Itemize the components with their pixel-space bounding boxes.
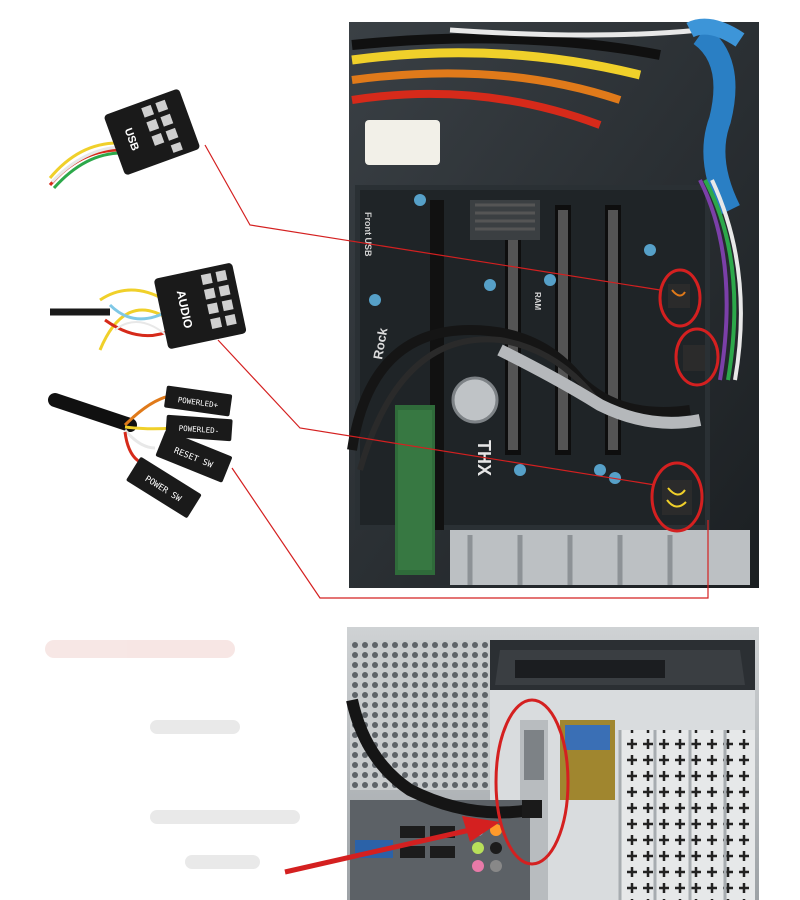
audio-leader-line xyxy=(217,339,656,486)
board-front-usb-text: Front USB xyxy=(363,212,373,257)
red-arrow-shaft xyxy=(284,827,471,875)
power-led-plus-plug: POWERLED+ xyxy=(164,385,233,417)
rear-highlight xyxy=(284,698,570,875)
front-panel-header-ellipse xyxy=(650,461,704,533)
usb-connector: USB xyxy=(48,89,200,189)
usb-leader-line xyxy=(204,144,661,291)
case-rear-photo xyxy=(346,627,759,900)
faded-watermark xyxy=(45,640,300,869)
board-ram-text: RAM xyxy=(533,292,542,311)
motherboard-photo: Front USB THX RAM Rock xyxy=(347,18,759,588)
front-panel-connectors: POWERLED+ POWERLED- RESET SW POWER SW xyxy=(48,385,233,518)
power-led-minus-plug: POWERLED- xyxy=(165,414,233,442)
board-rock-text: Rock xyxy=(370,326,390,361)
usb-header-ellipse xyxy=(658,268,702,328)
audio-connector: AUDIO xyxy=(50,263,247,351)
rear-slot-ellipse xyxy=(494,698,570,866)
audio-header-ellipse xyxy=(674,327,720,387)
red-arrow-head xyxy=(462,816,500,842)
header-highlight-ellipses xyxy=(650,268,720,533)
panel-leader-line xyxy=(231,467,709,599)
power-led-minus-label: POWERLED- xyxy=(178,424,219,436)
leader-lines xyxy=(204,144,709,599)
